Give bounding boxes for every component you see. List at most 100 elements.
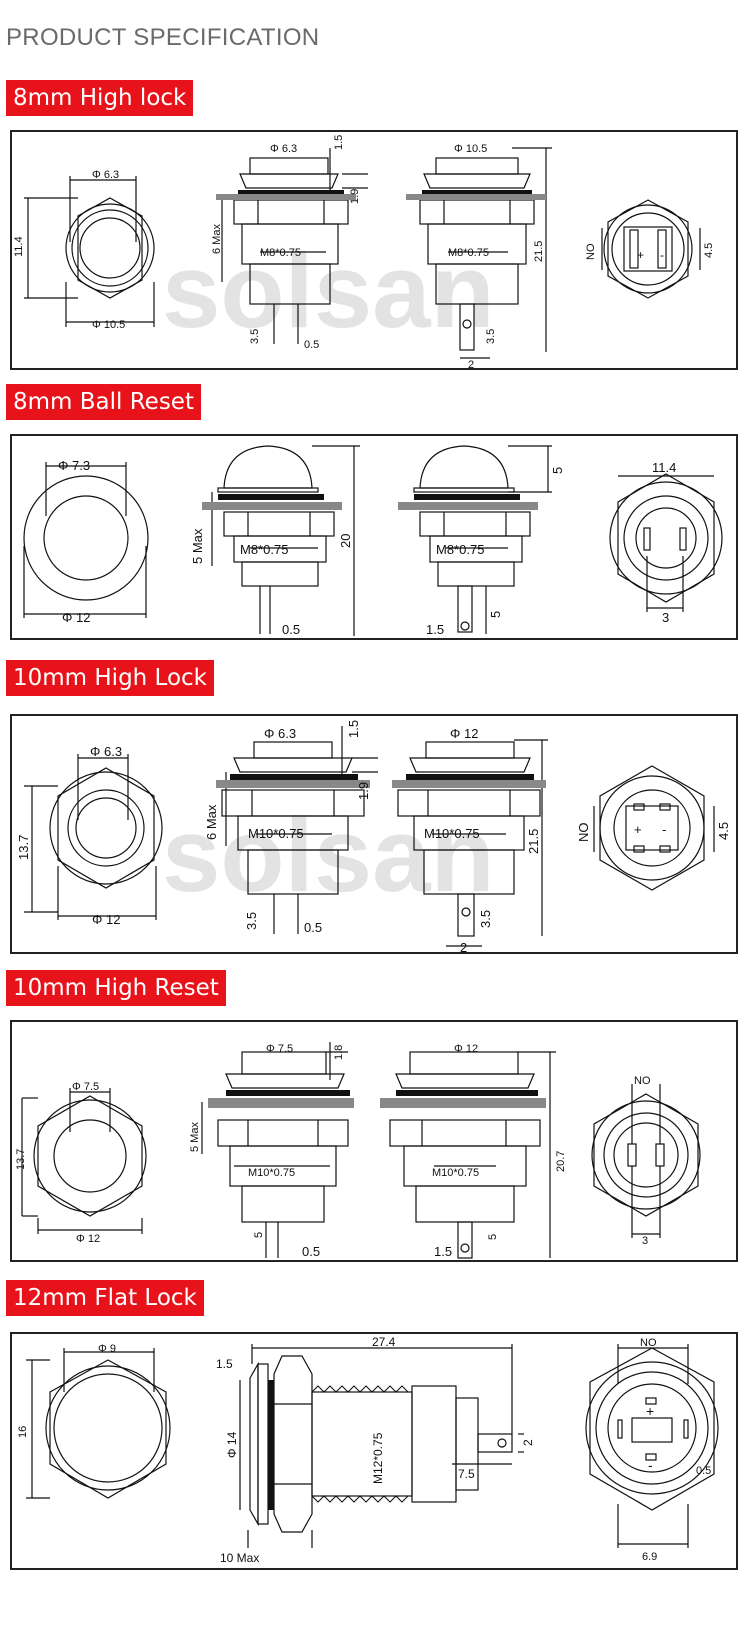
thread-label: M10*0.75 (248, 826, 304, 841)
thread-label: M10*0.75 (424, 826, 480, 841)
dim-label: Φ 6.3 (270, 143, 297, 155)
dim-label: NO (585, 243, 597, 260)
polarity-minus: - (648, 1457, 653, 1473)
dim-label: 1.9 (349, 189, 361, 204)
dim-label: 20 (338, 534, 353, 548)
dim-label: 1.8 (333, 1045, 345, 1060)
dim-label: 3.5 (249, 329, 261, 344)
dim-label: 3 (642, 1235, 648, 1247)
polarity-plus: + (634, 822, 642, 837)
gasket (414, 494, 520, 500)
dim-label: 11.4 (13, 236, 25, 257)
gasket (226, 1090, 350, 1096)
section-label-10mm-high-lock: 10mm High Lock (6, 660, 215, 696)
drawing-10mm-high-lock: solsan Φ 6.3 13.7 Φ (16, 720, 731, 954)
dim-label: 5 Max (190, 528, 205, 564)
dim-label: Φ 7.5 (72, 1081, 99, 1093)
dim-label: 5 (253, 1232, 265, 1238)
spec-panel-10mm-high-reset: Φ 7.5 13.7 Φ 12 Φ 7.5 1.8 5 Max M10*0.75… (10, 1020, 738, 1262)
dim-label: NO (640, 1337, 657, 1349)
dim-label: 2 (521, 1439, 535, 1446)
dim-label: 16 (17, 1426, 29, 1438)
drawing-10mm-high-reset: Φ 7.5 13.7 Φ 12 Φ 7.5 1.8 5 Max M10*0.75… (15, 1042, 701, 1259)
polarity-plus: + (637, 248, 644, 262)
dim-label: 21.5 (526, 829, 541, 854)
dim-label: 5 (487, 1234, 499, 1240)
gasket (422, 190, 532, 195)
section-label-8mm-high-lock: 8mm High lock (6, 80, 194, 116)
dim-label: 27.4 (372, 1335, 396, 1349)
dim-label: Φ 12 (62, 610, 90, 625)
dim-label: 21.5 (533, 241, 545, 262)
dim-label: 7.5 (458, 1467, 475, 1481)
polarity-plus: + (646, 1403, 654, 1419)
gasket (406, 774, 534, 780)
page-title: PRODUCT SPECIFICATION (6, 24, 320, 51)
polarity-minus: - (660, 248, 664, 262)
dim-label: 10 Max (220, 1551, 259, 1565)
dim-label: 6.9 (642, 1551, 657, 1563)
dim-label: Φ 6.3 (90, 744, 122, 759)
dim-label: 0.5 (304, 920, 322, 935)
dim-label: 1.5 (434, 1244, 452, 1259)
dim-label: Φ 10.5 (454, 143, 487, 155)
dim-label: Φ 9 (98, 1343, 116, 1355)
dim-label: 6 Max (211, 224, 223, 254)
thread-label: M10*0.75 (248, 1167, 295, 1179)
thread-label: M12*0.75 (371, 1432, 385, 1484)
dim-label: 5 Max (189, 1122, 201, 1152)
dim-label: Φ 14 (225, 1431, 239, 1458)
dim-label: 2 (468, 359, 474, 370)
dim-label: 5 (488, 611, 503, 618)
dim-label: 0.5 (696, 1465, 711, 1477)
dim-label: 1.5 (426, 622, 444, 637)
drawing-8mm-high-lock: solsan Φ (13, 135, 715, 370)
dim-label: NO (634, 1075, 651, 1087)
dim-label: Φ 12 (450, 726, 478, 741)
dim-label: 3.5 (485, 329, 497, 344)
dim-label: 0.5 (304, 339, 319, 351)
dim-label: Φ 7.3 (58, 458, 90, 473)
dim-label: 6 Max (204, 804, 219, 840)
watermark: solsan (162, 233, 495, 350)
dim-label: 5 (550, 467, 565, 474)
dim-label: Φ 12 (92, 912, 120, 927)
dim-label: Φ 6.3 (264, 726, 296, 741)
dim-label: 13.7 (16, 835, 31, 860)
spec-panel-8mm-ball-reset: Φ 7.3 Φ 12 5 Max M8*0.75 20 0.5 5 M8*0.7… (10, 434, 738, 640)
polarity-minus: - (662, 822, 666, 837)
dim-label: 13.7 (15, 1149, 27, 1170)
thread-label: M8*0.75 (448, 247, 489, 259)
drawing-12mm-flat-lock: Φ 9 16 27.4 1.5 Φ 14 M12*0.75 10 Max 7.5… (17, 1335, 719, 1565)
dim-label: 0.5 (302, 1244, 320, 1259)
dim-label: Φ 6.3 (92, 169, 119, 181)
dim-label: 20.7 (555, 1151, 567, 1172)
dim-label: Φ 7.5 (266, 1043, 293, 1055)
thread-label: M8*0.75 (436, 542, 484, 557)
spec-panel-8mm-high-lock: solsan Φ (10, 130, 738, 370)
thread-label: M8*0.75 (260, 247, 301, 259)
dim-label: 3.5 (478, 910, 493, 928)
thread-label: M10*0.75 (432, 1167, 479, 1179)
gasket (230, 774, 358, 780)
thread-label: M8*0.75 (240, 542, 288, 557)
dim-label: 2 (460, 940, 467, 954)
gasket (218, 494, 324, 500)
dim-label: 0.5 (282, 622, 300, 637)
dim-label: Φ 12 (76, 1233, 100, 1245)
dim-label: 11.4 (652, 460, 676, 475)
dim-label: 4.5 (703, 243, 715, 258)
dim-label: 3.5 (244, 912, 259, 930)
gasket (268, 1380, 274, 1510)
section-label-10mm-high-reset: 10mm High Reset (6, 970, 226, 1006)
dim-label: NO (576, 823, 591, 843)
section-label-8mm-ball-reset: 8mm Ball Reset (6, 384, 201, 420)
gasket (238, 190, 344, 195)
spec-panel-12mm-flat-lock: Φ 9 16 27.4 1.5 Φ 14 M12*0.75 10 Max 7.5… (10, 1332, 738, 1570)
gasket (396, 1090, 538, 1096)
dim-label: Φ 12 (454, 1043, 478, 1055)
dim-label: 1.5 (333, 135, 345, 150)
dim-label: 1.9 (356, 782, 371, 800)
dim-label: 1.5 (216, 1357, 233, 1371)
drawing-8mm-ball-reset: Φ 7.3 Φ 12 5 Max M8*0.75 20 0.5 5 M8*0.7… (23, 445, 723, 637)
